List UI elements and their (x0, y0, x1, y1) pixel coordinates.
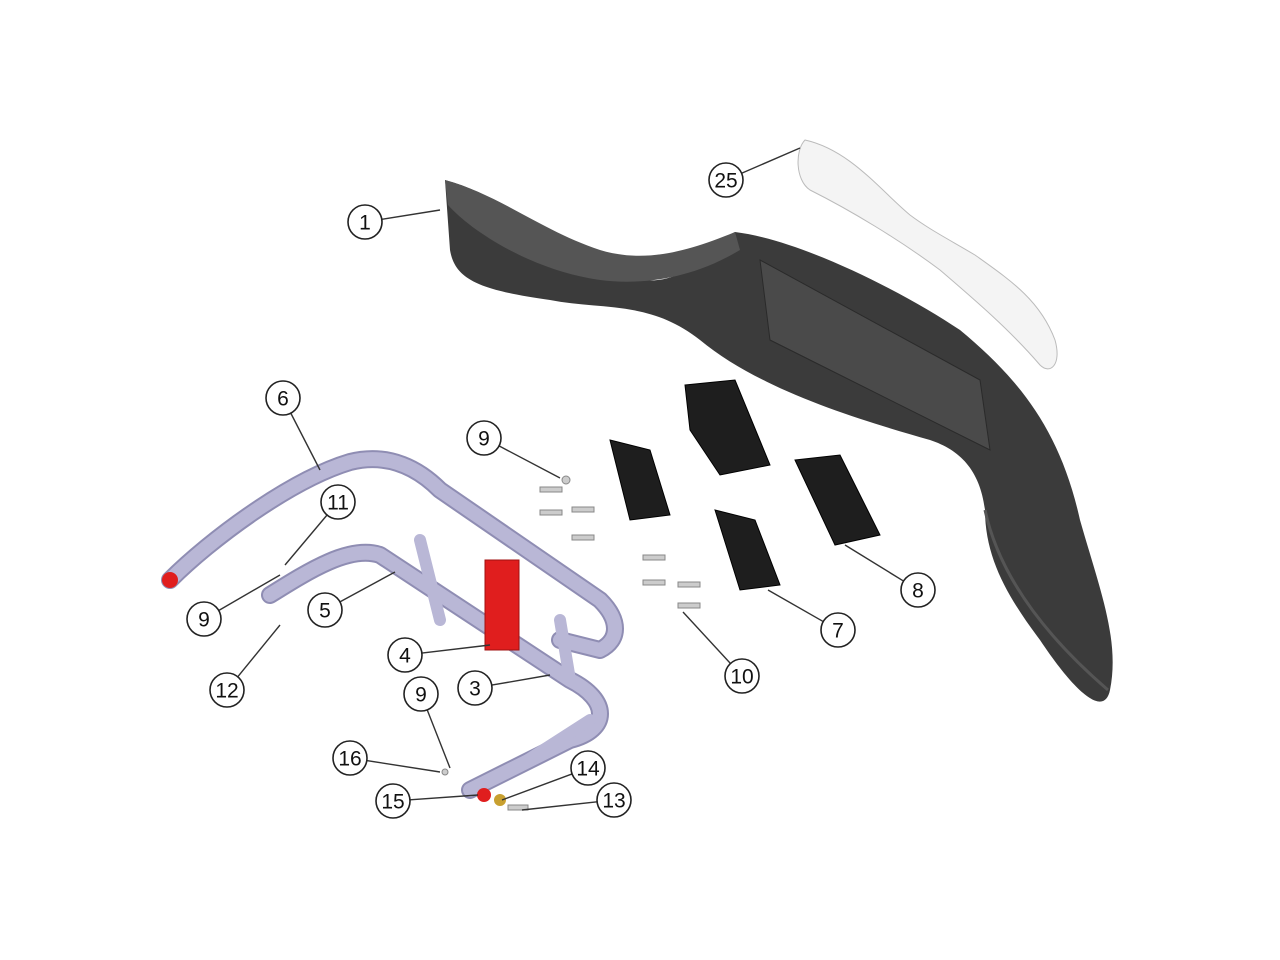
callout-number: 9 (415, 684, 427, 707)
callout-8: 8 (844, 544, 936, 608)
part-spacer-block (484, 559, 520, 651)
callout-circle (186, 601, 222, 637)
callout-circle (708, 162, 744, 198)
part-14-washer (494, 794, 506, 806)
leader-line (366, 759, 441, 773)
part-bolts (539, 475, 701, 609)
callout-circle (820, 612, 856, 648)
callout-7: 7 (767, 589, 856, 648)
callout-1: 1 (347, 204, 441, 240)
callout-number: 8 (912, 580, 924, 603)
callout-number: 9 (198, 609, 210, 632)
callout-number: 13 (602, 790, 625, 813)
leader-line (339, 571, 396, 603)
callout-12: 12 (209, 624, 281, 708)
callout-number: 14 (576, 758, 600, 781)
callout-circle (900, 572, 936, 608)
callout-number: 12 (215, 680, 238, 703)
callout-16: 16 (332, 740, 441, 776)
callout-9: 9 (403, 676, 451, 769)
callout-14: 14 (501, 750, 606, 801)
callout-number: 4 (399, 645, 411, 668)
callout-circle (403, 676, 439, 712)
callout-15: 15 (375, 783, 479, 819)
leader-line (409, 794, 479, 801)
leader-line (741, 147, 801, 174)
leader-line (284, 514, 328, 566)
leader-line (218, 574, 281, 612)
callout-11: 11 (284, 484, 356, 566)
leader-line (421, 644, 491, 654)
callout-circle (332, 740, 368, 776)
part-fender (445, 180, 1113, 702)
callout-number: 15 (381, 791, 404, 814)
part-rack (161, 450, 624, 811)
leader-line (501, 773, 573, 801)
leader-line (290, 412, 321, 471)
leader-line (767, 589, 824, 623)
callout-number: 6 (277, 388, 289, 411)
part-15-bushing (477, 788, 491, 802)
callout-circle (457, 670, 493, 706)
callout-number: 7 (832, 620, 844, 643)
callout-circle (307, 592, 343, 628)
callout-number: 5 (319, 600, 331, 623)
callout-10: 10 (682, 611, 760, 694)
callout-number: 9 (478, 428, 490, 451)
leader-line (498, 445, 561, 479)
leader-line (521, 801, 598, 811)
part-brackets (609, 379, 881, 591)
callout-number: 1 (359, 212, 371, 235)
callout-circle (375, 783, 411, 819)
callout-number: 25 (714, 170, 737, 193)
part-liner (797, 139, 1058, 370)
leader-line (491, 674, 551, 686)
callout-3: 3 (457, 670, 551, 706)
callout-number: 11 (327, 492, 349, 515)
callout-circle (570, 750, 606, 786)
leader-line (844, 544, 904, 582)
callout-circle (320, 484, 356, 520)
callout-5: 5 (307, 571, 396, 628)
callout-9: 9 (186, 574, 281, 637)
callout-13: 13 (521, 782, 632, 818)
callout-circle (209, 672, 245, 708)
leader-line (237, 624, 281, 678)
callout-circle (347, 204, 383, 240)
callout-4: 4 (387, 637, 491, 673)
leader-line (682, 611, 731, 664)
callout-circle (466, 420, 502, 456)
callout-circle (724, 658, 760, 694)
callout-circle (387, 637, 423, 673)
callout-25: 25 (708, 147, 801, 198)
callout-9: 9 (466, 420, 561, 479)
callout-6: 6 (265, 380, 321, 471)
leader-line (381, 209, 441, 221)
leader-line (426, 709, 451, 769)
callout-circle (265, 380, 301, 416)
callout-number: 3 (469, 678, 481, 701)
callout-number: 16 (338, 748, 361, 771)
callout-number: 10 (730, 666, 753, 689)
callout-circle (596, 782, 632, 818)
